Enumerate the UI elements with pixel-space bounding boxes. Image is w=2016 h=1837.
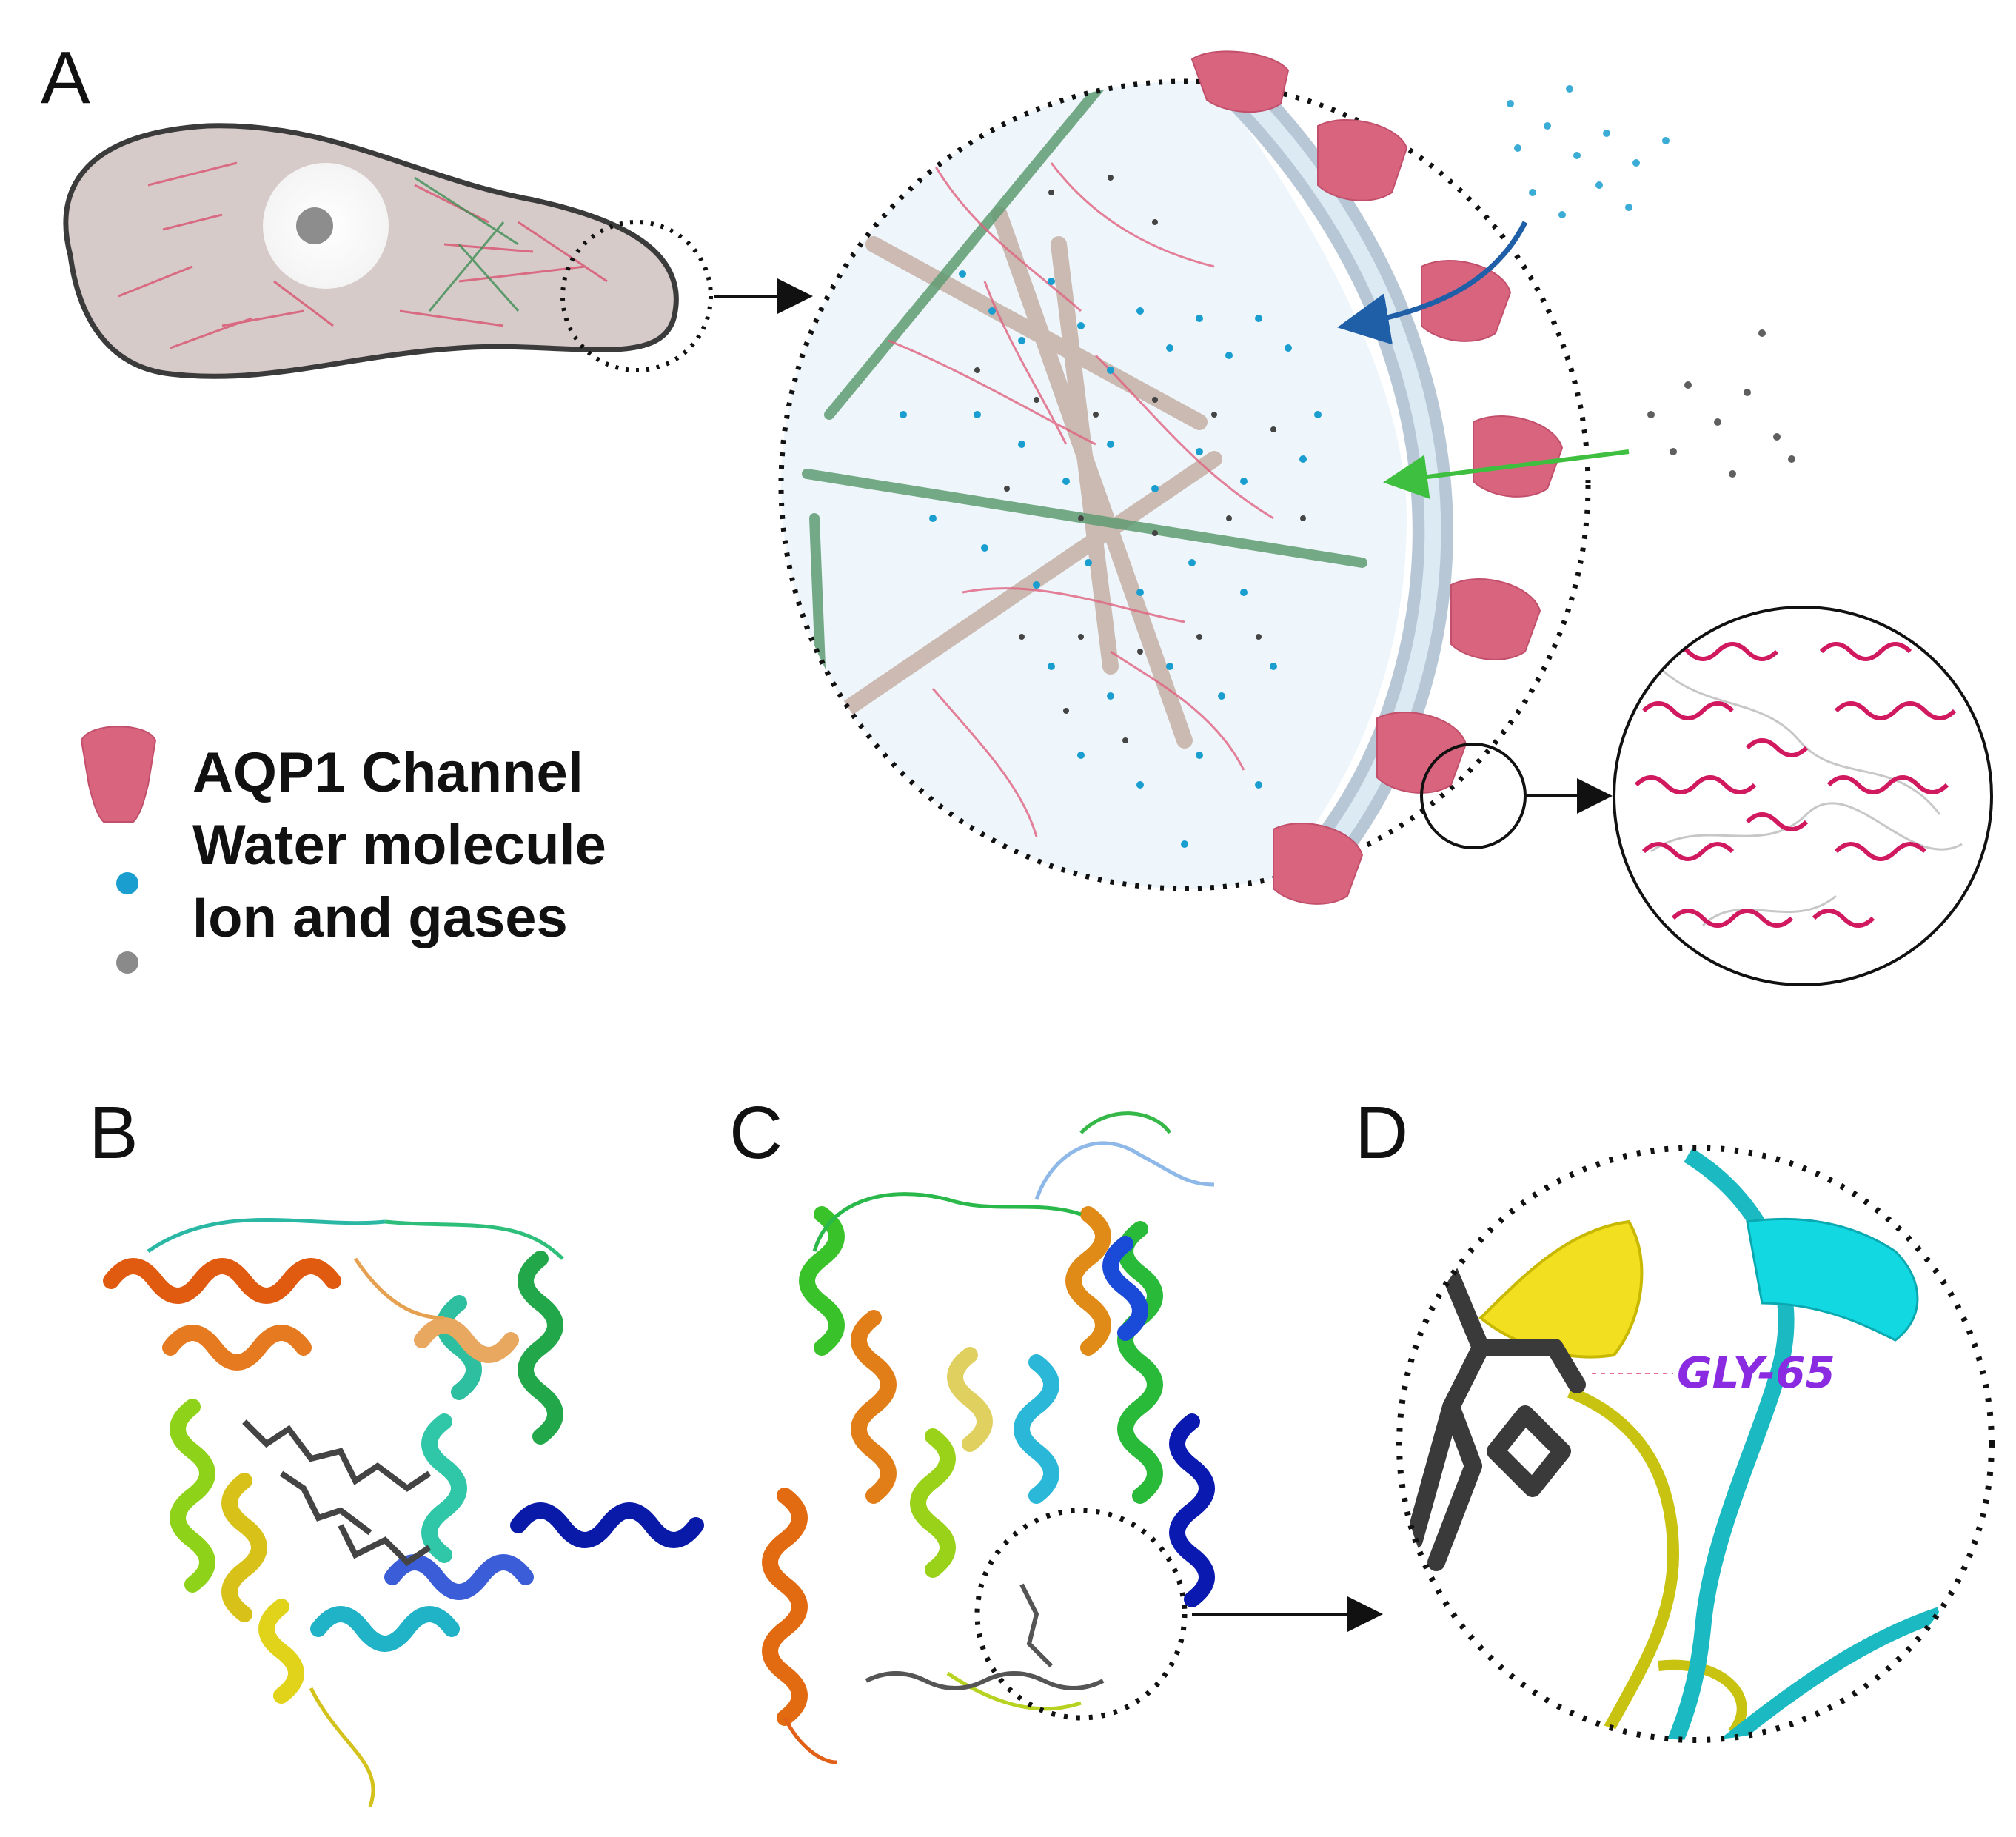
- panel-label-d: D: [1355, 1091, 1409, 1174]
- membrane-zoom: [778, 50, 1795, 905]
- protein-structure-top-view: [103, 1218, 704, 1807]
- binding-site-circle: [1396, 1145, 1995, 1743]
- aqp1-tetramer: [1613, 606, 1993, 986]
- ion-gas-legend-icon: [116, 951, 138, 974]
- water-flow-arrow: [1337, 221, 1528, 345]
- aqp1-channel-legend-icon: [80, 726, 157, 823]
- ion-flow-arrow: [1383, 449, 1630, 499]
- legend-water-molecule: Water molecule: [192, 814, 606, 877]
- legend-aqp1-channel: AQP1 Channel: [192, 741, 583, 804]
- residue-label-gly65: GLY-65: [1677, 1348, 1835, 1398]
- binding-site-closeup: [1396, 1145, 1995, 1743]
- water-molecule-legend-icon: [116, 872, 138, 894]
- panel-label-b: B: [89, 1091, 138, 1174]
- cell-illustration: [63, 123, 813, 379]
- zoom-region-large: [778, 78, 1591, 891]
- panel-label-a: A: [41, 36, 90, 119]
- legend: AQP1 Channel Water molecule Ion and gase…: [67, 726, 733, 1007]
- binding-site-zoom-region: [974, 1508, 1188, 1721]
- panel-label-c: C: [729, 1091, 783, 1174]
- aqp1-channels: [1190, 50, 1564, 905]
- protein-structure-side-view: [762, 1111, 1383, 1764]
- legend-icons: [80, 726, 157, 974]
- extracellular-water: [1507, 85, 1670, 218]
- zoom-region-small: [560, 220, 713, 372]
- nucleolus: [296, 207, 333, 244]
- extracellular-ions: [1647, 329, 1795, 478]
- tetramer-circle: [1613, 606, 1993, 986]
- legend-ion-and-gases: Ion and gases: [192, 886, 568, 949]
